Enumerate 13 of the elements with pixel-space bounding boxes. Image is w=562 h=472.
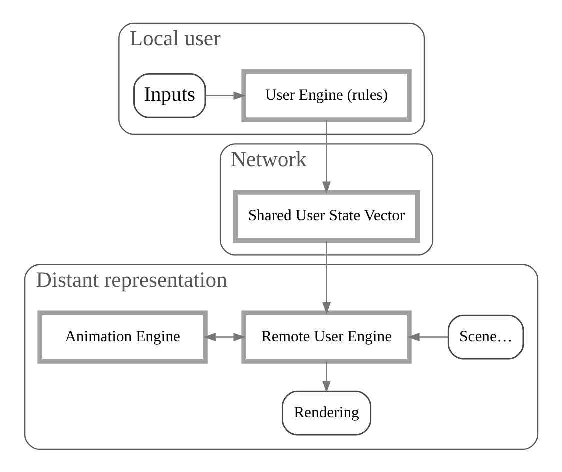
node-box: Scene…: [447, 314, 524, 360]
arrow: [407, 332, 448, 341]
arrow: [322, 240, 330, 314]
node-box: Shared User State Vector: [232, 190, 420, 243]
node-box: Inputs: [133, 72, 206, 118]
arrow: [322, 361, 330, 393]
node-box: Animation Engine: [37, 310, 208, 364]
node-box: Rendering: [281, 390, 372, 436]
node-box: Remote User Engine: [241, 310, 412, 364]
arrow: [205, 91, 246, 100]
arrow: [203, 332, 246, 341]
node-box: User Engine (rules): [241, 68, 412, 122]
arrow: [322, 120, 330, 194]
